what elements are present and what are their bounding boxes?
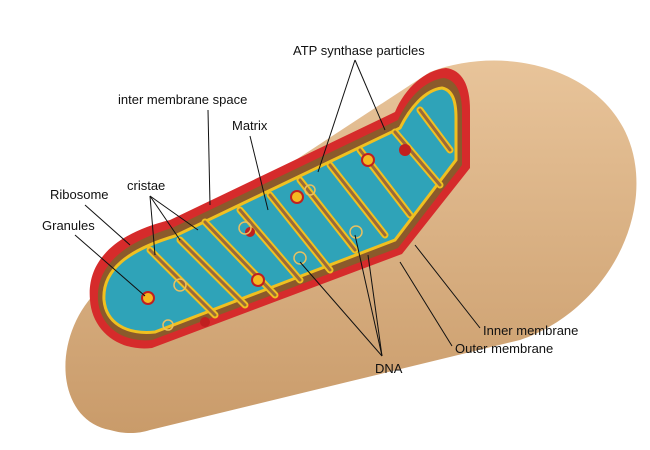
label-cristae: cristae bbox=[127, 178, 165, 193]
label-granules: Granules bbox=[42, 218, 95, 233]
label-inner-membrane: Inner membrane bbox=[483, 323, 578, 338]
label-atp-synthase: ATP synthase particles bbox=[293, 43, 425, 58]
label-ribosome: Ribosome bbox=[50, 187, 109, 202]
leader-lines bbox=[74, 59, 481, 357]
label-outer-membrane: Outer membrane bbox=[455, 341, 553, 356]
label-dna: DNA bbox=[375, 361, 403, 376]
label-matrix: Matrix bbox=[232, 118, 268, 133]
label-intermembrane-space: inter membrane space bbox=[118, 92, 247, 107]
granules bbox=[141, 144, 411, 327]
